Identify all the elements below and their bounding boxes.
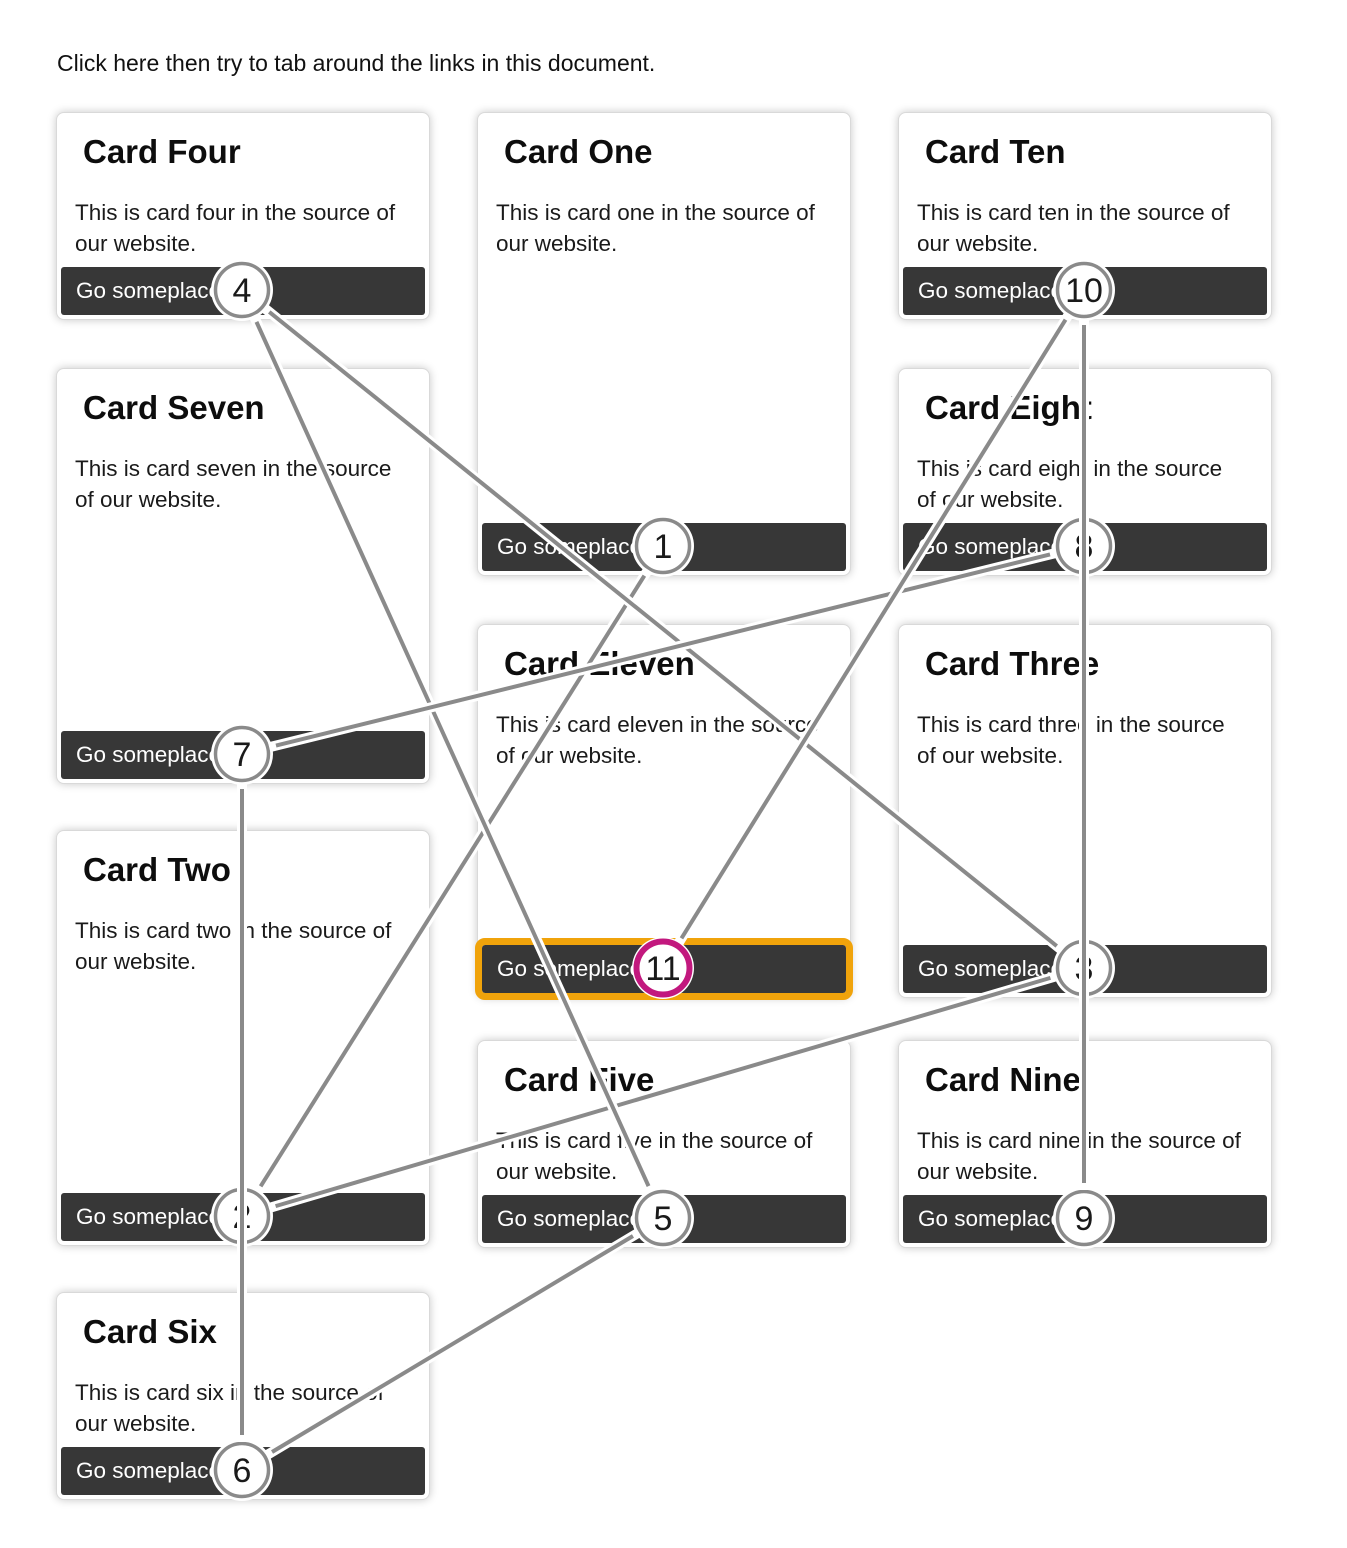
card-title: Card Two (83, 851, 231, 888)
card-title: Card Nine (925, 1061, 1081, 1098)
card-eight: Card Eight This is card eight in the sou… (898, 368, 1272, 576)
card-six: Card Six This is card six in the source … (56, 1292, 430, 1500)
card-text: This is card six in the source of our we… (75, 1380, 384, 1436)
card-text: This is card eight in the source of our … (917, 456, 1223, 512)
instruction-text[interactable]: Click here then try to tab around the li… (57, 50, 656, 76)
go-someplace-button[interactable]: Go someplace (61, 1193, 425, 1241)
card-title: Card Eight (925, 389, 1092, 426)
card-title: Card Six (83, 1313, 217, 1350)
card-three: Card Three This is card three in the sou… (898, 624, 1272, 998)
card-title: Card One (504, 133, 653, 170)
card-text: This is card five in the source of our w… (496, 1128, 813, 1184)
go-someplace-button[interactable]: Go someplace (903, 1195, 1267, 1243)
go-someplace-button[interactable]: Go someplace (482, 523, 846, 571)
go-someplace-button[interactable]: Go someplace (61, 731, 425, 779)
card-seven: Card Seven This is card seven in the sou… (56, 368, 430, 784)
go-someplace-button[interactable]: Go someplace (903, 523, 1267, 571)
card-ten: Card Ten This is card ten in the source … (898, 112, 1272, 320)
card-text: This is card three in the source of our … (917, 712, 1225, 768)
card-title: Card Seven (83, 389, 265, 426)
card-title: Card Eleven (504, 645, 695, 682)
card-text: This is card one in the source of our we… (496, 200, 815, 256)
card-text: This is card seven in the source of our … (75, 456, 392, 512)
card-four: Card Four This is card four in the sourc… (56, 112, 430, 320)
card-title: Card Ten (925, 133, 1066, 170)
go-someplace-button[interactable]: Go someplace (61, 1447, 425, 1495)
card-title: Card Five (504, 1061, 655, 1098)
card-five: Card Five This is card five in the sourc… (477, 1040, 851, 1248)
go-someplace-button[interactable]: Go someplace (903, 267, 1267, 315)
go-someplace-button[interactable]: Go someplace (475, 938, 853, 1000)
card-two: Card Two This is card two in the source … (56, 830, 430, 1246)
card-text: This is card two in the source of our we… (75, 918, 392, 974)
go-someplace-button[interactable]: Go someplace (482, 1195, 846, 1243)
go-someplace-button[interactable]: Go someplace (61, 267, 425, 315)
card-text: This is card nine in the source of our w… (917, 1128, 1241, 1184)
card-eleven: Card Eleven This is card eleven in the s… (475, 624, 853, 1000)
card-title: Card Four (83, 133, 241, 170)
card-text: This is card four in the source of our w… (75, 200, 396, 256)
go-someplace-button[interactable]: Go someplace (903, 945, 1267, 993)
card-text: This is card ten in the source of our we… (917, 200, 1230, 256)
card-title: Card Three (925, 645, 1100, 682)
card-nine: Card Nine This is card nine in the sourc… (898, 1040, 1272, 1248)
card-one: Card One This is card one in the source … (477, 112, 851, 576)
card-text: This is card eleven in the source of our… (496, 712, 819, 768)
